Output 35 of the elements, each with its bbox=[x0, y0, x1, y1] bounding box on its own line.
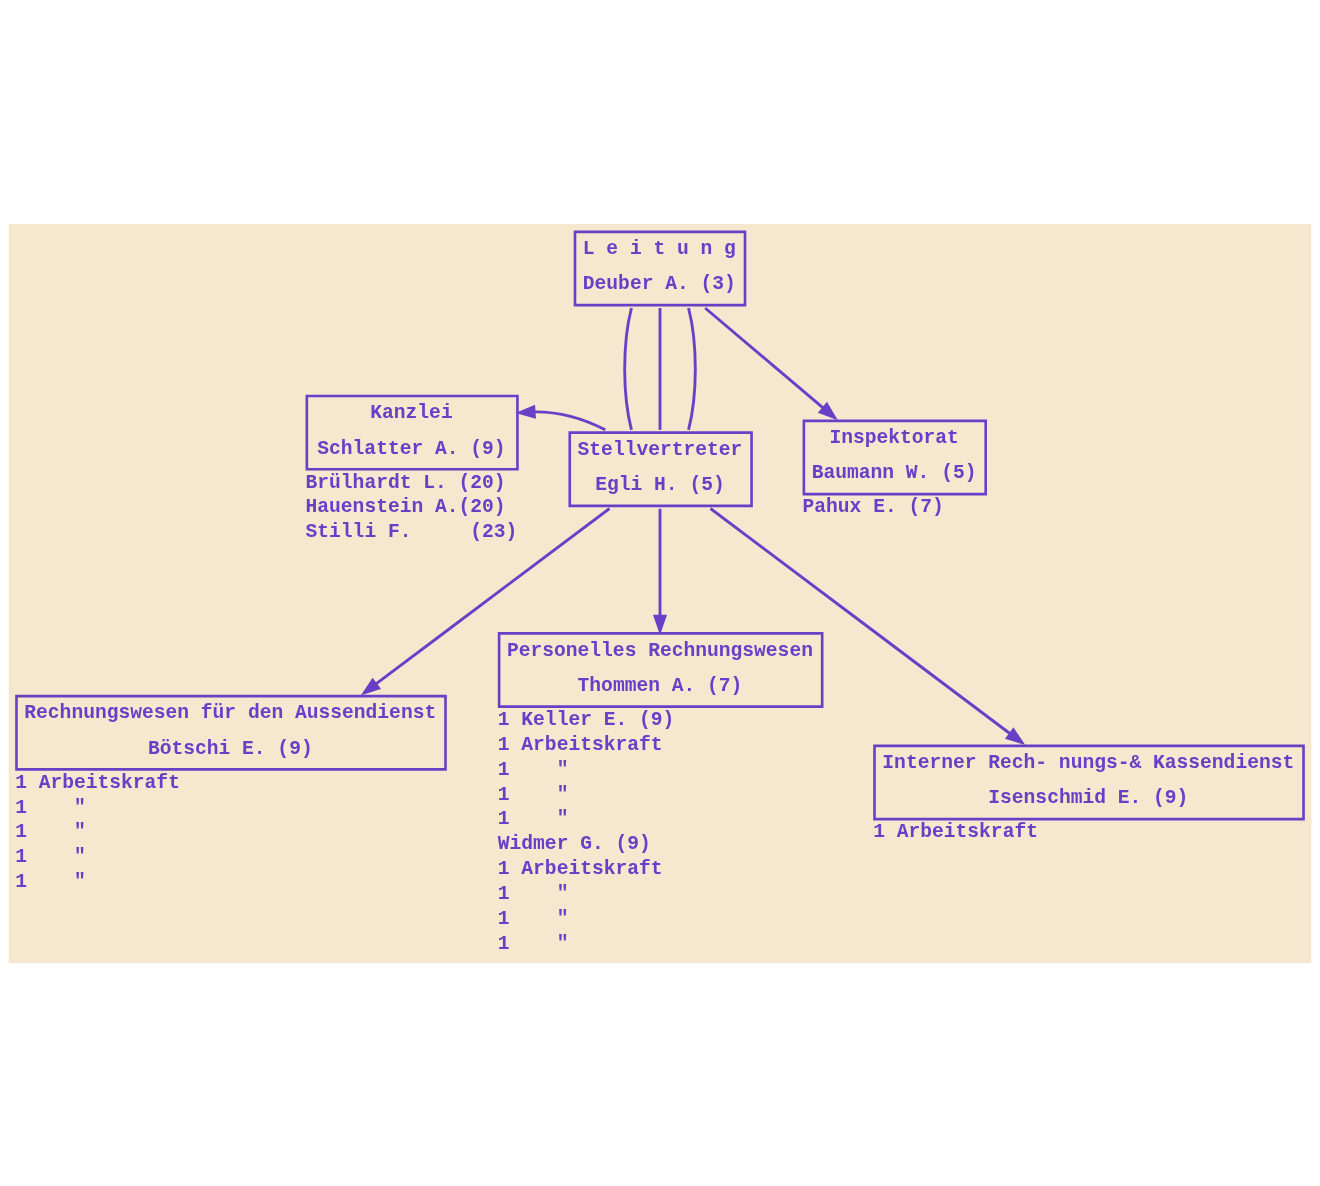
node-label: 1 " bbox=[15, 870, 86, 893]
node-label: 1 " bbox=[497, 907, 569, 930]
node-box: Inspektorat Baumann W. (5) bbox=[802, 419, 987, 495]
node-label: Stilli F. (23) bbox=[305, 520, 518, 543]
connector bbox=[658, 307, 662, 430]
node-label: 1 Arbeitskraft bbox=[497, 857, 663, 880]
arrow bbox=[704, 306, 838, 420]
node-label: 1 " bbox=[497, 783, 569, 805]
arrow bbox=[515, 404, 606, 431]
arrow bbox=[652, 508, 668, 635]
node-label: 1 Arbeitskraft bbox=[15, 771, 180, 794]
node-label: 1 Arbeitskraft bbox=[497, 733, 663, 756]
node-label: Pahux E. (7) bbox=[802, 495, 944, 518]
node-label: 1 " bbox=[497, 807, 569, 830]
node-box: Personelles Rechnungswesen Thommen A. (7) bbox=[497, 631, 824, 708]
node-label: 1 " bbox=[15, 820, 86, 843]
node-label: Hauenstein A.(20) bbox=[305, 495, 506, 518]
node-label: 1 " bbox=[497, 932, 569, 955]
node-label: 1 " bbox=[497, 758, 569, 781]
connector bbox=[687, 307, 697, 430]
node-label: 1 " bbox=[497, 882, 569, 905]
node-label: 1 Arbeitskraft bbox=[873, 820, 1038, 843]
node-label: 1 " bbox=[15, 845, 86, 868]
node-box: Kanzlei Schlatter A. (9) bbox=[305, 394, 519, 471]
node-label: Widmer G. (9) bbox=[497, 832, 651, 855]
node-box: Rechnungswesen für den Aussendienst Bötschi E. (9) bbox=[15, 694, 447, 771]
node-box: Stellvertreter Egli H. (5) bbox=[568, 430, 753, 507]
node-box: L e i t u n g Deuber A. (3) bbox=[573, 230, 747, 306]
arrow bbox=[360, 506, 611, 695]
node-label: Brülhardt L. (20) bbox=[305, 471, 506, 494]
node-box: Interner Rech- nungs-& Kassendienst Isenschmid E. (9) bbox=[873, 744, 1305, 820]
node-label: 1 " bbox=[15, 796, 86, 819]
node-label: 1 Keller E. (9) bbox=[497, 708, 675, 731]
connector bbox=[623, 307, 633, 430]
arrow bbox=[709, 506, 1026, 745]
